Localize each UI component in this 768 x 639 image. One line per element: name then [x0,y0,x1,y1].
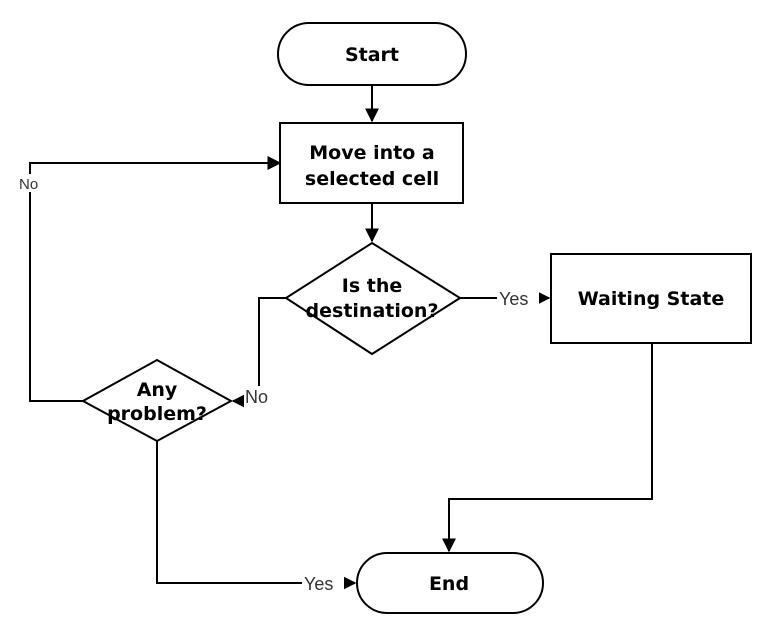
destination-decision-node [284,241,462,356]
waiting-state-label: Waiting State [578,288,725,310]
end-node [356,552,544,614]
move-into-cell-line2: selected cell [305,168,439,190]
edge-label-bg [497,286,539,310]
edge-label-yes-waiting: Yes [499,289,528,309]
edge-label-bg [244,386,274,408]
move-into-cell-line1: Move into a [309,142,434,164]
edge-destination-to-problem [231,297,286,408]
edge-problem-to-end [156,441,357,590]
edge-label-no-loop: No [19,176,38,193]
start-node [277,22,467,86]
edge-label-bg [302,572,344,594]
waiting-state-node [550,253,752,344]
problem-decision-line2: problem? [107,403,207,425]
end-node-label: End [429,573,469,595]
edge-waiting-to-end [442,343,653,553]
destination-decision-line1: Is the [342,275,403,297]
destination-decision-line2: destination? [306,300,439,322]
edge-label-no-problem: No [245,387,268,407]
edge-problem-loop-back [29,156,282,402]
start-node-label: Start [345,44,399,66]
move-into-cell-node [279,122,464,204]
problem-decision-line1: Any [137,379,178,401]
edge-label-bg [18,174,42,192]
problem-decision-node [80,358,234,443]
edge-label-yes-end: Yes [304,574,333,594]
